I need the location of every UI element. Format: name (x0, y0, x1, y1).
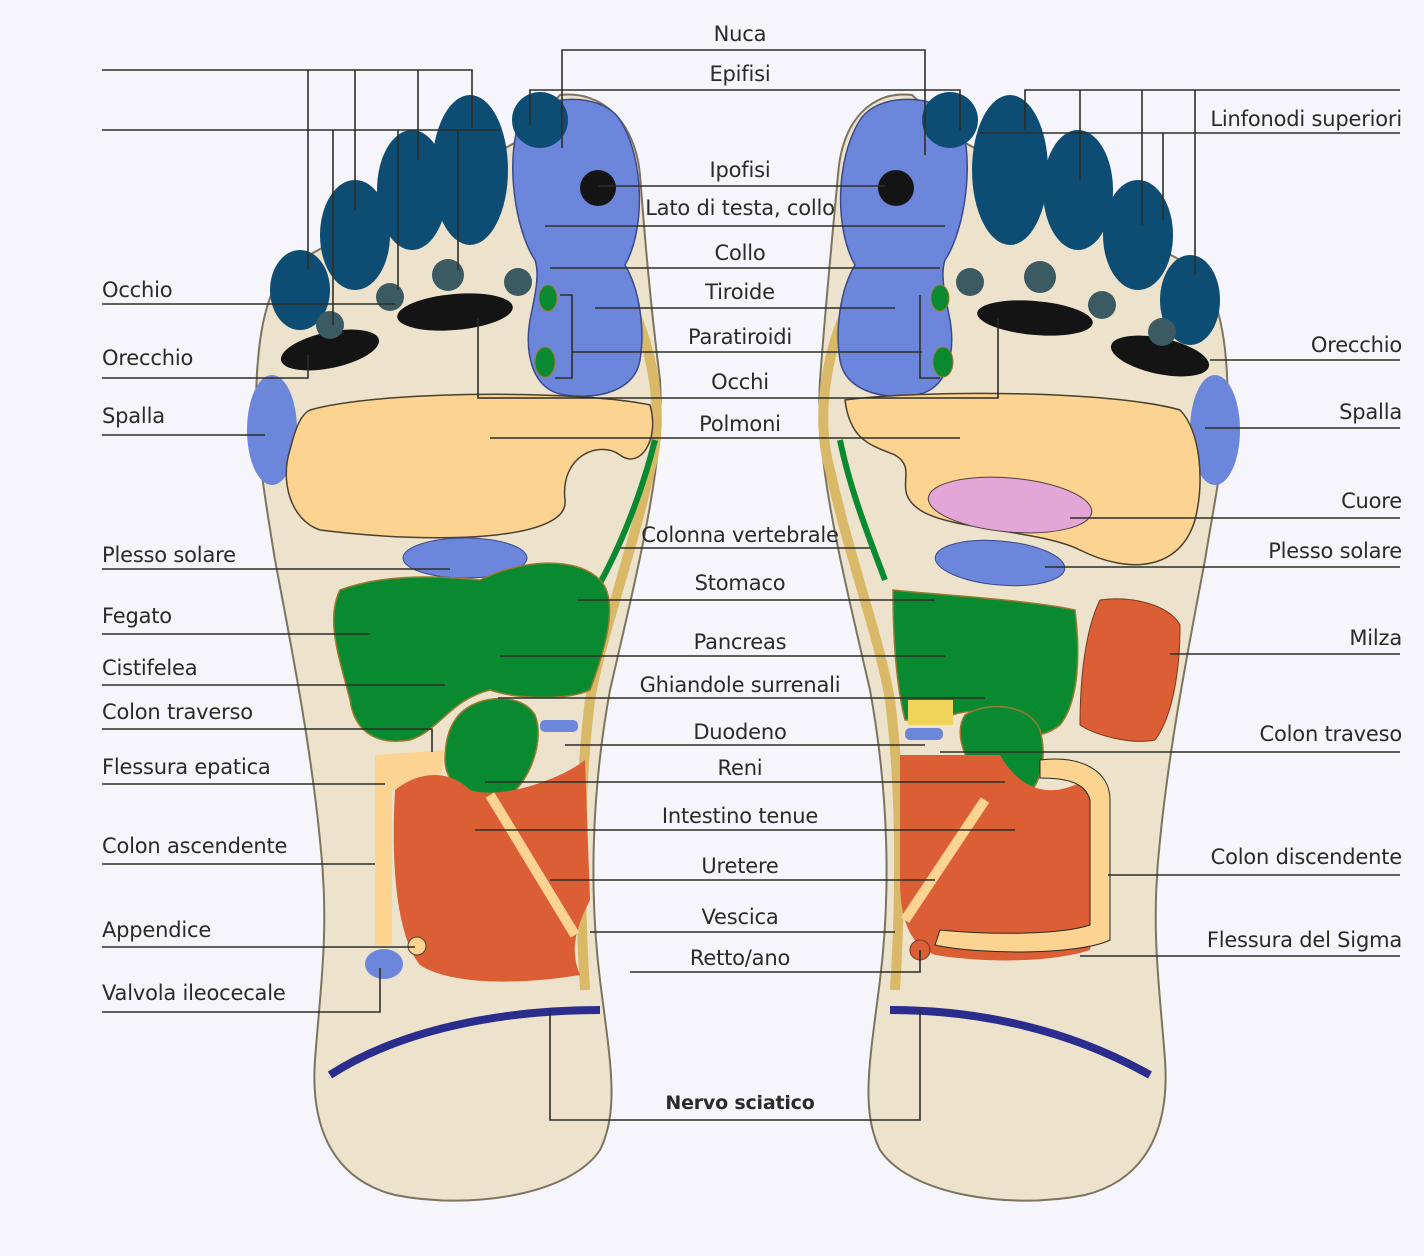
left-paratiroidi (534, 346, 556, 378)
left-nuca-dot (512, 92, 568, 148)
label-orecchio-left: Orecchio (102, 346, 194, 370)
left-ear-spot (280, 329, 380, 371)
label-nervo-sciatico: Nervo sciatico (665, 1092, 815, 1114)
right-nuca-dot (922, 92, 978, 148)
label-colon-traverso: Colon traverso (102, 700, 253, 724)
label-reni: Reni (717, 756, 763, 780)
label-polmoni: Polmoni (699, 412, 781, 436)
label-colon-discendente: Colon discendente (1210, 845, 1403, 869)
left-foot (247, 92, 662, 1202)
right-toe-node (956, 268, 984, 296)
right-paratiroidi (932, 346, 954, 378)
left-big-toe (512, 98, 643, 397)
label-occhi: Occhi (711, 370, 769, 394)
label-retto-ano: Retto/ano (689, 946, 791, 970)
right-shoulder (1190, 375, 1240, 485)
right-toe-5 (1160, 255, 1220, 345)
left-colon-frame (375, 750, 445, 945)
left-small-intestine (393, 760, 590, 982)
left-appendix (407, 936, 427, 956)
right-ureter (900, 797, 990, 923)
left-tiroide (538, 284, 558, 312)
left-ureter (485, 792, 580, 938)
label-paratiroidi: Paratiroidi (688, 325, 792, 349)
leader-lines (102, 49, 1400, 1121)
right-big-toe (837, 98, 968, 397)
right-ipofisi-dot (878, 170, 914, 206)
left-eye-spot (397, 293, 513, 331)
label-spalla-right: Spalla (1339, 400, 1402, 424)
right-colon-frame (934, 758, 1111, 953)
left-lungs (285, 393, 654, 539)
label-cuore: Cuore (1341, 489, 1402, 513)
label-ghiandole-surrenali: Ghiandole surrenali (639, 673, 841, 697)
label-spalla-left: Spalla (102, 404, 165, 428)
label-epifisi: Epifisi (709, 62, 771, 86)
right-spine-reflex (818, 282, 905, 991)
label-colon-traveso: Colon traveso (1259, 722, 1403, 746)
left-toe-3 (377, 130, 447, 250)
label-pancreas: Pancreas (693, 630, 787, 654)
left-toe-node (432, 259, 464, 291)
right-spine-green (837, 439, 888, 582)
left-toe-5 (270, 250, 330, 330)
label-linfonodi-superiori: Linfonodi superiori (1210, 107, 1402, 131)
right-tiroide (930, 284, 950, 312)
right-solar-plexus (934, 539, 1066, 587)
left-sciatic-line (327, 1006, 601, 1079)
left-liver (332, 562, 611, 742)
label-flessura-del-sigma: Flessura del Sigma (1206, 928, 1402, 952)
label-flessura-epatica: Flessura epatica (102, 755, 271, 779)
label-lato-di-testa-collo: Lato di testa, collo (645, 196, 835, 220)
label-intestino-tenue: Intestino tenue (661, 804, 819, 828)
left-shoulder (247, 375, 297, 485)
right-sciatic-line (889, 1006, 1152, 1079)
left-toe-node (504, 268, 532, 296)
right-heart (927, 476, 1093, 534)
label-milza: Milza (1349, 626, 1402, 650)
label-uretere: Uretere (701, 854, 779, 878)
label-nuca: Nuca (713, 22, 767, 46)
label-colonna-vertebrale: Colonna vertebrale (641, 523, 839, 547)
label-appendice: Appendice (102, 918, 212, 942)
left-toe-4 (320, 180, 390, 290)
label-ipofisi: Ipofisi (709, 158, 771, 182)
right-ear-spot (1110, 335, 1210, 377)
label-occhio-left: Occhio (102, 278, 173, 302)
label-vescica: Vescica (701, 905, 779, 929)
right-adrenal-yellow (908, 700, 953, 725)
label-duodeno: Duodeno (693, 720, 787, 744)
label-colon-ascendente: Colon ascendente (102, 834, 288, 858)
left-ileocecal-valve (365, 949, 403, 979)
left-toe-node (316, 311, 344, 339)
left-duodenum (540, 720, 578, 732)
label-orecchio-right: Orecchio (1310, 333, 1402, 357)
label-stomaco: Stomaco (694, 571, 786, 595)
right-toe-node (1148, 318, 1176, 346)
right-toe-node (1024, 261, 1056, 293)
right-toe-3 (1043, 130, 1113, 250)
label-tiroide: Tiroide (705, 280, 775, 304)
right-foot (818, 92, 1240, 1202)
left-toe-2 (432, 95, 508, 245)
left-ipofisi-dot (580, 170, 616, 206)
right-spleen (1079, 598, 1181, 742)
label-plesso-solare-right: Plesso solare (1268, 539, 1402, 563)
right-duodenum (905, 728, 943, 740)
right-eye-spot (977, 300, 1093, 336)
label-collo: Collo (714, 241, 766, 265)
label-cistifelea: Cistifelea (102, 656, 198, 680)
label-valvola-ileocecale: Valvola ileocecale (102, 981, 286, 1005)
label-plesso-solare-left: Plesso solare (102, 543, 236, 567)
right-toe-node (1088, 291, 1116, 319)
label-fegato: Fegato (102, 604, 172, 628)
right-small-intestine (900, 755, 1097, 961)
right-toe-4 (1103, 180, 1173, 290)
